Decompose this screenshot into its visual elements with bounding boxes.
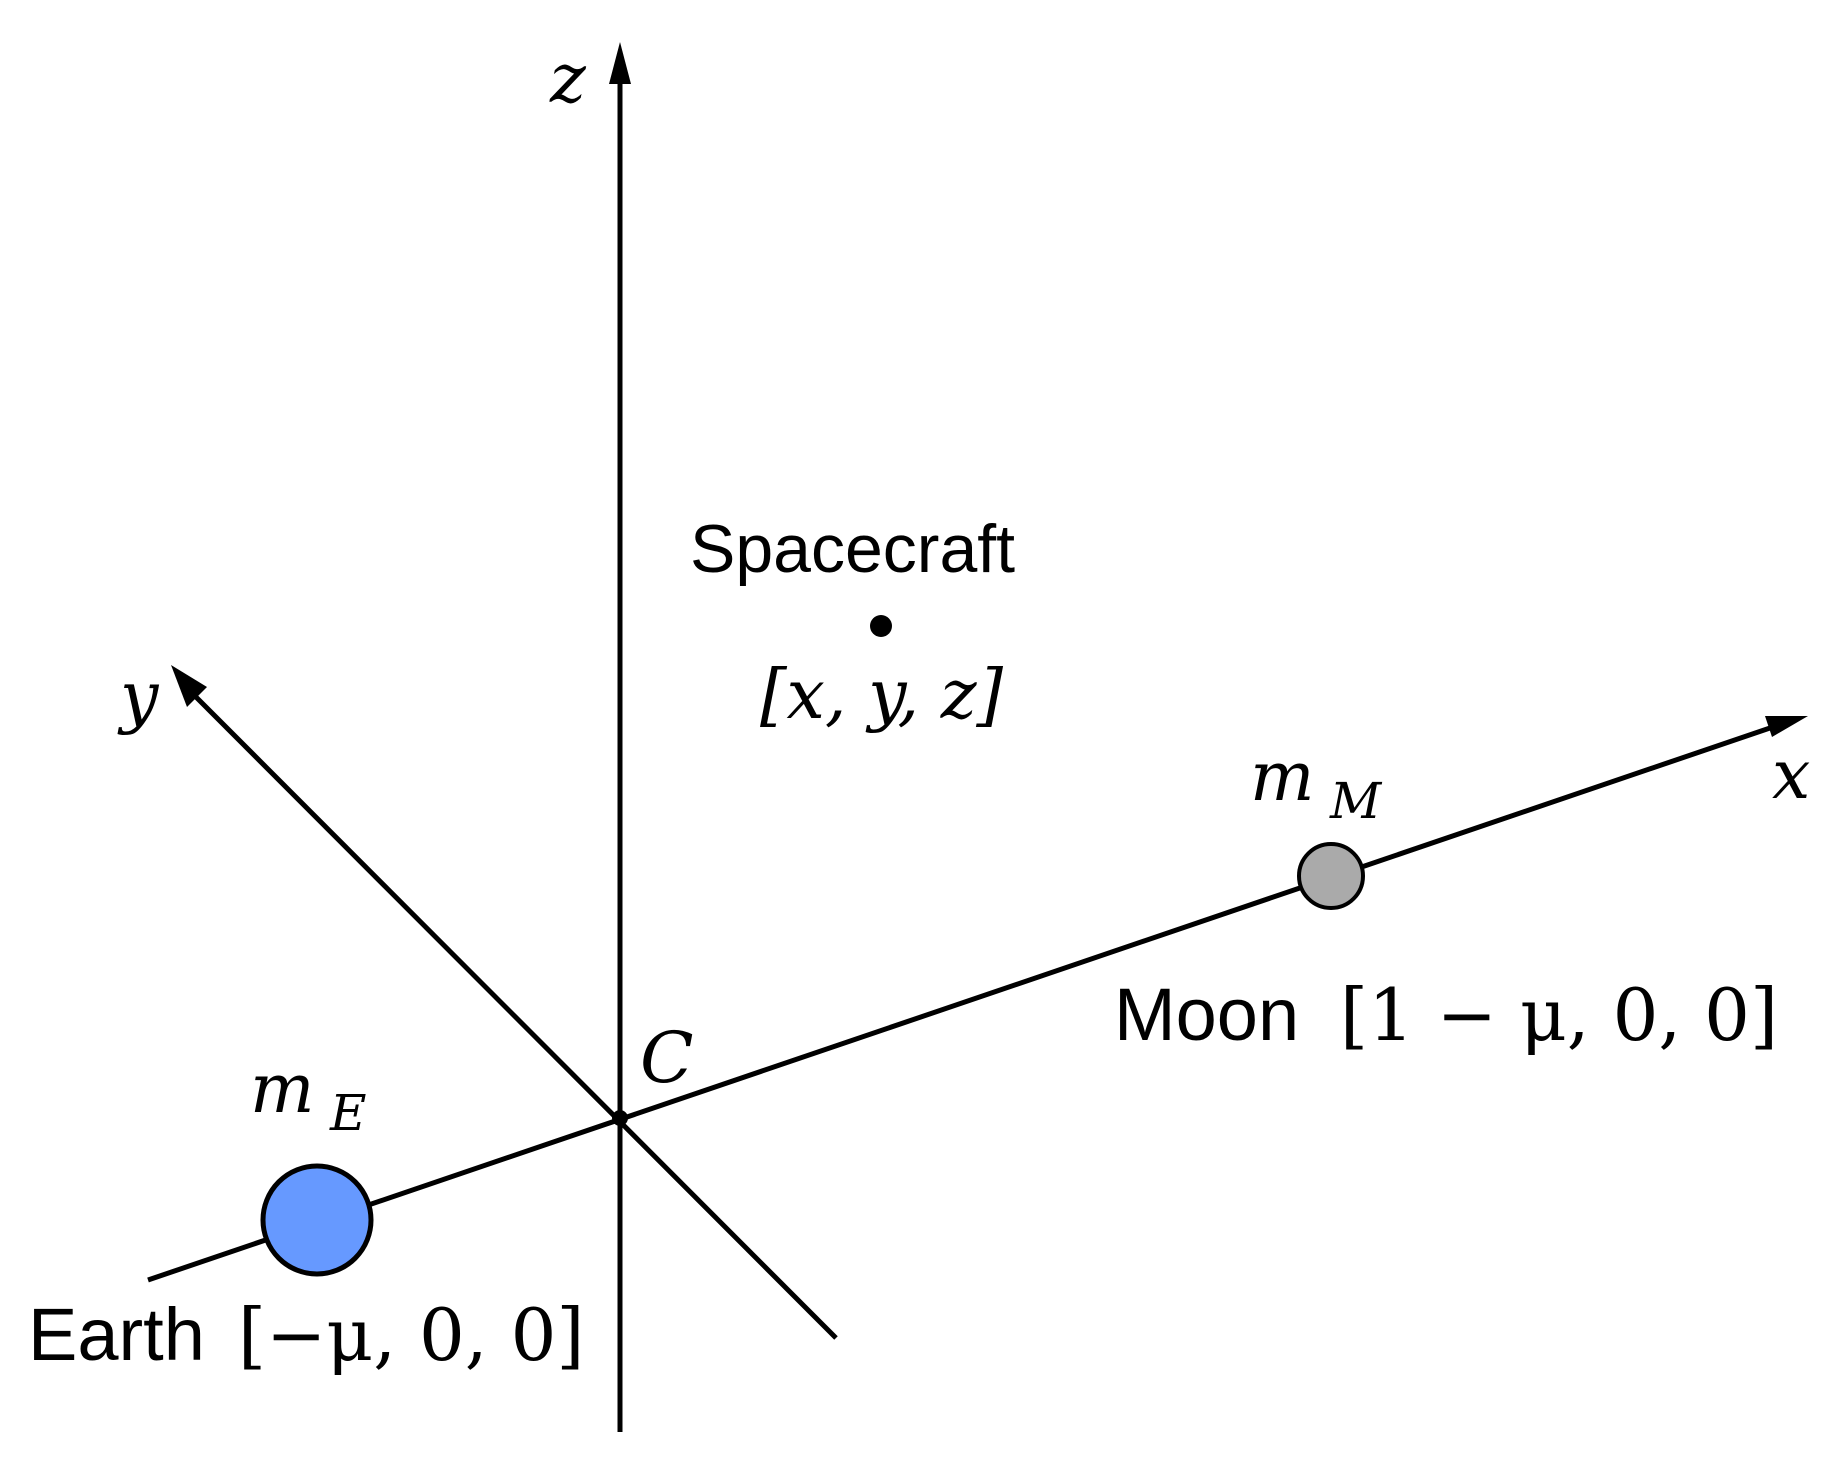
x-axis-label: x [1772, 736, 1810, 815]
y-axis [190, 691, 838, 1340]
spacecraft-label: Spacecraft [690, 511, 1015, 587]
z-axis-label: z [549, 40, 587, 119]
moon-mass-symbol: m [1250, 738, 1314, 817]
x-axis-arrowhead [1765, 716, 1808, 737]
spacecraft-coords: [x, y, z] [760, 656, 1004, 735]
earth-mass-subscript: E [329, 1084, 367, 1142]
origin-point [612, 1110, 628, 1126]
y-axis-label: y [117, 658, 160, 737]
y-axis-arrowhead [171, 665, 207, 707]
earth-coords: [−μ, 0, 0] [238, 1293, 584, 1377]
moon-name: Moon [1114, 973, 1299, 1056]
earth-mass-symbol: m [250, 1050, 314, 1129]
earth-name: Earth [28, 1293, 205, 1376]
moon-mass-label: m M [1250, 738, 1383, 830]
origin-label: C [640, 1017, 694, 1099]
x-axis [147, 725, 1771, 1283]
spacecraft-point [870, 615, 892, 637]
moon-mass-subscript: M [1329, 772, 1383, 830]
earth-body [260, 1163, 374, 1277]
earth-mass-label: m E [250, 1050, 367, 1142]
moon-coords: [1 − μ, 0, 0] [1340, 973, 1778, 1057]
moon-body [1297, 842, 1365, 910]
z-axis-arrowhead [609, 42, 631, 84]
